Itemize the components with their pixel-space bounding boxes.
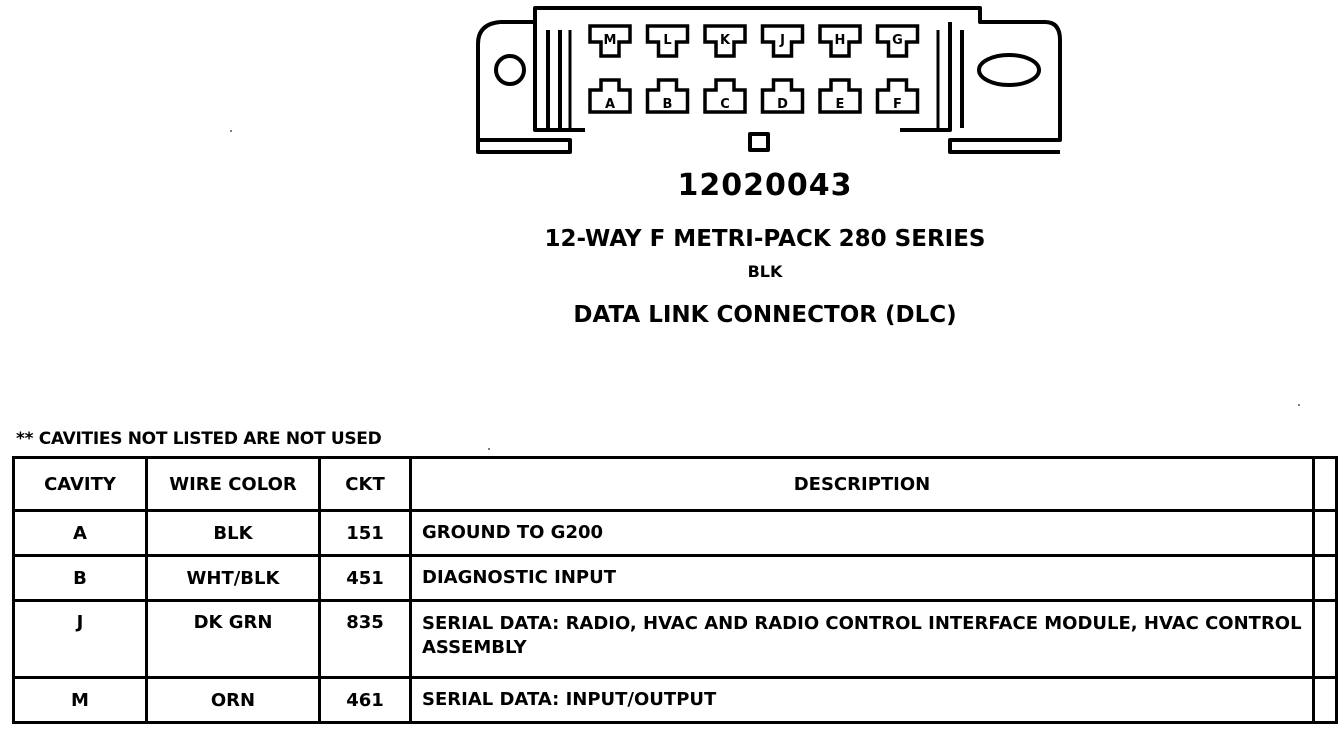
header-cavity: CAVITY bbox=[12, 456, 148, 512]
mount-slot-right bbox=[977, 53, 1041, 87]
part-number: 12020043 bbox=[677, 168, 853, 203]
cell-wire-color: ORN bbox=[145, 676, 321, 724]
cell-wire-color: WHT/BLK bbox=[145, 554, 321, 602]
pin-label: A bbox=[605, 97, 615, 112]
table-header-row: CAVITY WIRE COLOR CKT DESCRIPTION bbox=[12, 456, 1338, 512]
pin-label: B bbox=[663, 97, 673, 112]
cell-cavity: B bbox=[12, 554, 148, 602]
connector-series: 12-WAY F METRI-PACK 280 SERIES bbox=[544, 226, 986, 252]
pin-cavity-l: L bbox=[645, 24, 690, 58]
connector-color: BLK bbox=[747, 262, 783, 281]
header-wire-color: WIRE COLOR bbox=[145, 456, 321, 512]
cell-cavity: M bbox=[12, 676, 148, 724]
pin-label: D bbox=[777, 97, 788, 112]
cell-extra bbox=[1312, 676, 1338, 724]
pin-cavity-m: M bbox=[588, 24, 632, 58]
cell-extra bbox=[1312, 554, 1338, 602]
cell-ckt: 151 bbox=[318, 509, 412, 557]
table-row: M ORN 461 SERIAL DATA: INPUT/OUTPUT bbox=[12, 676, 1338, 724]
pin-label: J bbox=[779, 33, 785, 48]
cell-description: GROUND TO G200 bbox=[409, 509, 1315, 557]
latch-tab bbox=[748, 132, 770, 152]
pin-cavity-b: B bbox=[645, 78, 690, 114]
cavities-note: ** CAVITIES NOT LISTED ARE NOT USED bbox=[16, 429, 382, 449]
pin-label: H bbox=[835, 33, 846, 48]
pin-label: G bbox=[892, 33, 903, 48]
header-description: DESCRIPTION bbox=[409, 456, 1315, 512]
cell-cavity: J bbox=[12, 599, 148, 679]
cell-extra bbox=[1312, 599, 1338, 679]
cell-extra bbox=[1312, 509, 1338, 557]
pin-cavity-a: A bbox=[588, 78, 632, 114]
cell-wire-color: BLK bbox=[145, 509, 321, 557]
cell-ckt: 451 bbox=[318, 554, 412, 602]
cell-description: DIAGNOSTIC INPUT bbox=[409, 554, 1315, 602]
pin-label: E bbox=[836, 97, 845, 112]
table-row: J DK GRN 835 SERIAL DATA: RADIO, HVAC AN… bbox=[12, 599, 1338, 679]
cell-cavity: A bbox=[12, 509, 148, 557]
connector-name: DATA LINK CONNECTOR (DLC) bbox=[573, 302, 957, 328]
pin-cavity-d: D bbox=[760, 78, 805, 114]
table-row: B WHT/BLK 451 DIAGNOSTIC INPUT bbox=[12, 554, 1338, 602]
connector-diagram: M L K J H G A B C D E F bbox=[476, 6, 1062, 154]
pin-label: M bbox=[604, 33, 617, 48]
pin-cavity-j: J bbox=[760, 24, 805, 58]
pins-bottom-row: A B C D E F bbox=[588, 78, 920, 114]
header-extra bbox=[1312, 456, 1338, 512]
mount-hole-left bbox=[494, 54, 526, 86]
cell-ckt: 835 bbox=[318, 599, 412, 679]
pin-cavity-g: G bbox=[875, 24, 920, 58]
connector-housing bbox=[476, 6, 1062, 154]
pin-label: K bbox=[720, 33, 731, 48]
pin-cavity-f: F bbox=[875, 78, 920, 114]
cell-ckt: 461 bbox=[318, 676, 412, 724]
cell-description: SERIAL DATA: RADIO, HVAC AND RADIO CONTR… bbox=[409, 599, 1315, 679]
pin-label: C bbox=[720, 97, 730, 112]
cell-wire-color: DK GRN bbox=[145, 599, 321, 679]
pin-cavity-k: K bbox=[703, 24, 747, 58]
pin-cavity-c: C bbox=[703, 78, 747, 114]
pin-cavity-h: H bbox=[818, 24, 862, 58]
header-ckt: CKT bbox=[318, 456, 412, 512]
pin-label: L bbox=[663, 33, 671, 48]
cell-description: SERIAL DATA: INPUT/OUTPUT bbox=[409, 676, 1315, 724]
table-row: A BLK 151 GROUND TO G200 bbox=[12, 509, 1338, 557]
pinout-table: CAVITY WIRE COLOR CKT DESCRIPTION A BLK … bbox=[12, 456, 1338, 724]
pin-cavity-e: E bbox=[818, 78, 862, 114]
pin-label: F bbox=[893, 97, 902, 112]
